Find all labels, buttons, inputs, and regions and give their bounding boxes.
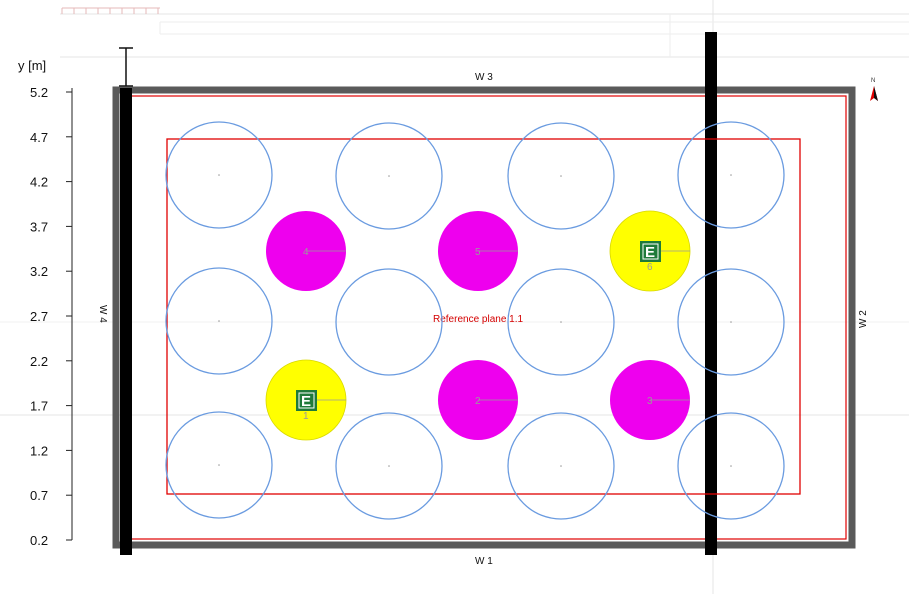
dimension-marker bbox=[119, 47, 133, 87]
luminaire-outlines bbox=[165, 121, 785, 520]
y-axis: 5.2 4.7 4.2 3.7 3.2 2.7 2.2 1.7 1.2 0.7 0.2 bbox=[30, 85, 73, 548]
luminaire-number-2: 2 bbox=[475, 396, 481, 407]
wall-label-bottom: W 1 bbox=[475, 556, 493, 567]
reference-plane bbox=[166, 138, 801, 495]
y-tick-label: 3.7 bbox=[30, 219, 48, 234]
right-black-bar bbox=[705, 32, 717, 555]
room-wall-outline bbox=[112, 86, 856, 549]
y-tick-label: 3.2 bbox=[30, 264, 48, 279]
y-tick-label: 5.2 bbox=[30, 85, 48, 100]
luminaire-number-3: 3 bbox=[647, 396, 653, 407]
wall-label-right: W 2 bbox=[858, 310, 869, 328]
reference-plane-label: Reference plane 1.1 bbox=[433, 314, 524, 325]
y-tick-label: 1.2 bbox=[30, 443, 48, 458]
top-ruler bbox=[61, 7, 160, 14]
y-tick-label: 4.2 bbox=[30, 175, 48, 190]
compass-icon: N bbox=[870, 78, 878, 101]
luminaire-center-dots bbox=[218, 174, 732, 467]
y-axis-ticks: 5.2 4.7 4.2 3.7 3.2 2.7 2.2 1.7 1.2 0.7 0.2 bbox=[30, 85, 72, 548]
y-tick-label: 0.2 bbox=[30, 533, 48, 548]
luminaire-number-4: 4 bbox=[303, 247, 309, 258]
y-tick-label: 0.7 bbox=[30, 488, 48, 503]
wall-label-top: W 3 bbox=[475, 72, 493, 83]
left-black-bar bbox=[120, 88, 132, 555]
y-tick-label: 1.7 bbox=[30, 399, 48, 414]
emergency-marker-1[interactable]: E bbox=[296, 390, 317, 411]
compass-label: N bbox=[871, 78, 875, 84]
luminaire-number-1: 1 bbox=[303, 411, 309, 422]
y-axis-label: y [m] bbox=[18, 58, 46, 73]
emergency-marker-6[interactable]: E bbox=[640, 241, 661, 262]
emergency-letter: E bbox=[301, 393, 311, 410]
emergency-letter: E bbox=[645, 244, 655, 261]
wall-label-left: W 4 bbox=[97, 305, 108, 323]
y-tick-label: 2.2 bbox=[30, 354, 48, 369]
y-tick-label: 2.7 bbox=[30, 309, 48, 324]
luminaire-number-5: 5 bbox=[475, 247, 481, 258]
luminaire-number-6: 6 bbox=[647, 262, 653, 273]
y-tick-label: 4.7 bbox=[30, 130, 48, 145]
